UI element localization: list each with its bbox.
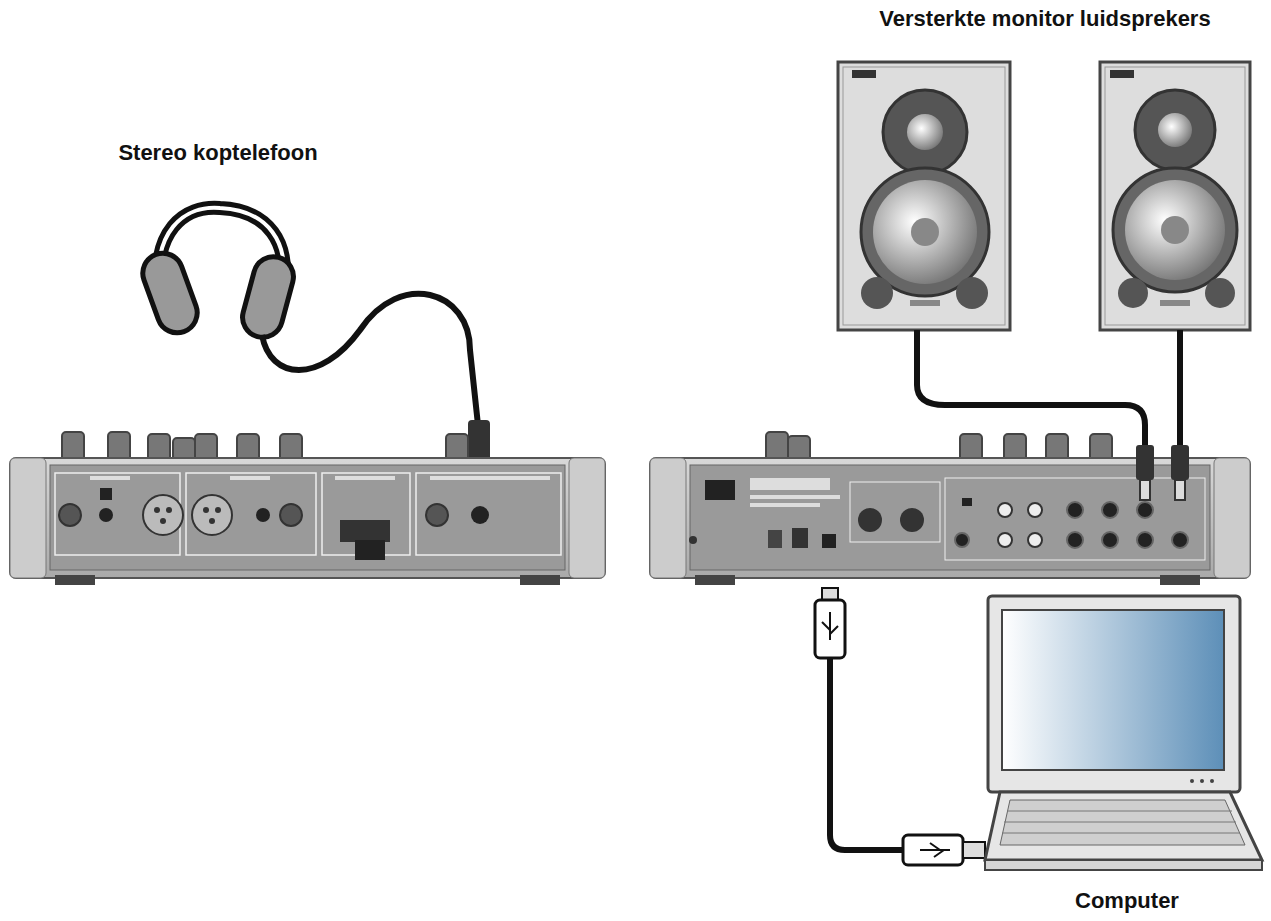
audio-interface-front xyxy=(10,432,605,585)
device-label: Stereo koptelefoon xyxy=(118,140,317,166)
usb-cable xyxy=(815,588,985,865)
audio-interface-rear xyxy=(650,432,1250,585)
computer xyxy=(985,596,1262,870)
device-label: Computer xyxy=(1075,888,1179,914)
device-label: Versterkte monitor luidsprekers xyxy=(879,6,1210,32)
monitor-speakers xyxy=(838,62,1250,500)
